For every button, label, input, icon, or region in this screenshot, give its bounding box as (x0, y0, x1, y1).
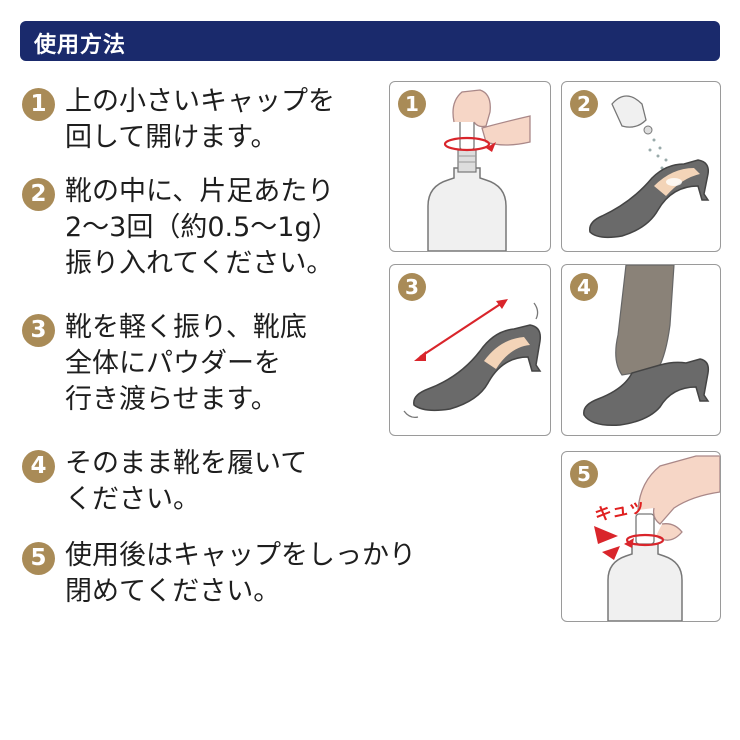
panel-number: 4 (570, 273, 598, 301)
step-number: 5 (22, 542, 55, 575)
step-text: 靴の中に、片足あたり (65, 176, 335, 207)
illustration-panel-1: 1 (389, 81, 551, 252)
section-title: 使用方法 (34, 33, 127, 58)
step-text: 靴を軽く振り、靴底 (65, 312, 307, 343)
bottle-cap-open-icon (427, 89, 531, 251)
step-text: 閉めてください。 (65, 576, 281, 607)
panel-number: 3 (398, 273, 426, 301)
step-number: 4 (22, 450, 55, 483)
step-text: 振り入れてください。 (65, 248, 334, 279)
panel-number: 2 (570, 90, 598, 118)
step-text: 全体にパウダーを (65, 348, 281, 379)
step-text: 使用後はキャップをしっかり (65, 540, 416, 571)
section-header: 使用方法 (20, 21, 720, 61)
panel-number: 1 (398, 90, 426, 118)
illustration-panel-3: 3 (389, 264, 551, 436)
step-number: 1 (22, 88, 55, 121)
step-number: 3 (22, 314, 55, 347)
step-text: 上の小さいキャップを (65, 86, 335, 117)
illustration-panel-2: 2 (561, 81, 721, 252)
illustration-panel-4: 4 (561, 264, 721, 436)
step-text: 行き渡らせます。 (65, 384, 278, 415)
step-text: 2〜3回（約0.5〜1g） (65, 212, 339, 243)
illustration-panel-5: 5 キュッ (561, 451, 721, 622)
step-text: 回して開けます。 (65, 122, 278, 153)
wear-shoe-icon (583, 265, 710, 427)
step-text: そのまま靴を履いて (65, 448, 308, 479)
shake-shoe-icon (403, 299, 542, 419)
powder-shoe-icon (589, 95, 710, 239)
step-number: 2 (22, 178, 55, 211)
panel-number: 5 (570, 460, 598, 488)
step-text: ください。 (65, 484, 200, 515)
bottle-cap-close-icon (594, 455, 720, 621)
